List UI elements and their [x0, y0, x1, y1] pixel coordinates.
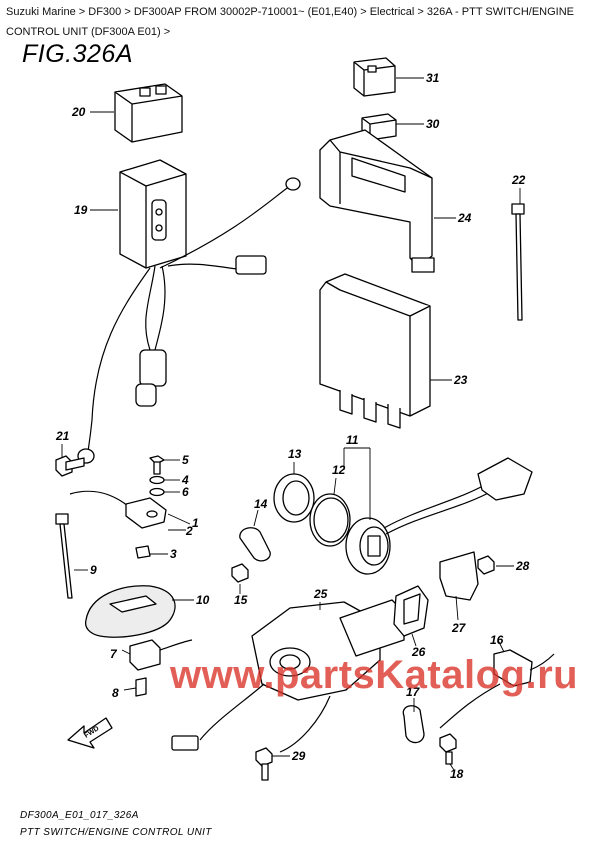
callout-21[interactable]: 21: [55, 429, 70, 443]
callout-4[interactable]: 4: [181, 473, 189, 487]
part-11-ptt-switch-harness[interactable]: [345, 457, 533, 575]
figure-name: PTT SWITCH/ENGINE CONTROL UNIT: [20, 827, 212, 838]
callout-20[interactable]: 20: [71, 105, 86, 119]
callout-6[interactable]: 6: [182, 485, 189, 499]
breadcrumb-separator: >: [417, 6, 424, 18]
callout-18[interactable]: 18: [450, 767, 464, 781]
breadcrumb-item-df300[interactable]: DF300: [88, 6, 122, 18]
callout-24[interactable]: 24: [457, 211, 472, 225]
part-13-bezel[interactable]: [273, 473, 315, 523]
part-18-bolt[interactable]: [439, 733, 457, 765]
part-20-fuse-box[interactable]: [114, 83, 183, 143]
callout-25[interactable]: 25: [313, 587, 328, 601]
part-23-engine-control-unit[interactable]: [319, 273, 431, 429]
callout-31[interactable]: 31: [426, 71, 440, 85]
callout-15[interactable]: 15: [234, 593, 248, 607]
callout-28[interactable]: 28: [515, 559, 530, 573]
callout-8[interactable]: 8: [112, 686, 119, 700]
watermark: www.partsKatalog.ru: [170, 653, 579, 697]
callout-17[interactable]: 17: [406, 685, 421, 699]
leader-lines: [61, 77, 521, 771]
part-27-bracket[interactable]: [439, 551, 479, 601]
callout-7[interactable]: 7: [110, 647, 118, 661]
figure-code: DF300A_E01_017_326A: [20, 810, 139, 821]
breadcrumb-item-electrical[interactable]: Electrical: [369, 6, 415, 18]
callout-26[interactable]: 26: [411, 645, 426, 659]
part-21-bolt[interactable]: [55, 455, 85, 477]
part-16-connector[interactable]: [439, 649, 555, 729]
part-28-bolt[interactable]: [477, 555, 495, 575]
part-15-bolt[interactable]: [231, 563, 249, 583]
callout-23[interactable]: 23: [453, 373, 468, 387]
part-10-switch-cover[interactable]: [84, 585, 176, 638]
part-3-clip[interactable]: [135, 545, 151, 559]
callout-19[interactable]: 19: [74, 203, 88, 217]
part-29-bolt[interactable]: [255, 747, 273, 781]
callout-12[interactable]: 12: [332, 463, 346, 477]
part-12-o-ring[interactable]: [309, 493, 351, 547]
fwd-arrow-icon: [67, 717, 113, 749]
part-22-cable-tie[interactable]: [511, 203, 525, 321]
breadcrumb-separator: >: [360, 6, 367, 18]
breadcrumb-separator: >: [124, 6, 131, 18]
callout-3[interactable]: 3: [170, 547, 177, 561]
part-31-relay[interactable]: [353, 57, 396, 97]
callout-16[interactable]: 16: [490, 633, 504, 647]
part-8-screw[interactable]: [135, 677, 147, 697]
callout-22[interactable]: 22: [511, 173, 526, 187]
callout-9[interactable]: 9: [90, 563, 97, 577]
callout-30[interactable]: 30: [426, 117, 440, 131]
breadcrumb-item-current: 326A - PTT SWITCH/ENGINE CONTROL UNIT (D…: [6, 6, 575, 38]
part-4-washer[interactable]: [149, 475, 165, 485]
callouts: 1 2 3 4 5 6 7 8 9 10 11 12 13 14 15 16 1…: [55, 71, 530, 781]
part-9-cable-tie[interactable]: [55, 513, 73, 599]
part-14-clamp[interactable]: [239, 527, 271, 562]
callout-13[interactable]: 13: [288, 447, 302, 461]
breadcrumb-item-suzuki-marine[interactable]: Suzuki Marine: [6, 6, 76, 18]
breadcrumb-separator: >: [78, 6, 86, 18]
callout-11[interactable]: 11: [346, 433, 359, 447]
part-19-ptt-switch[interactable]: [77, 159, 301, 464]
callout-10[interactable]: 10: [196, 593, 210, 607]
part-5-screw[interactable]: [149, 455, 165, 475]
breadcrumb-separator: >: [163, 26, 171, 38]
part-7-switch[interactable]: [129, 639, 193, 671]
callout-14[interactable]: 14: [254, 497, 268, 511]
part-6-washer[interactable]: [149, 487, 165, 497]
part-17-clamp[interactable]: [402, 705, 425, 744]
callout-2[interactable]: 2: [185, 524, 193, 538]
part-2-sensor[interactable]: [69, 490, 167, 529]
figure-title: FIG.326A: [22, 40, 133, 68]
breadcrumb: Suzuki Marine > DF300 > DF300AP FROM 300…: [6, 2, 594, 42]
callout-1[interactable]: 1: [192, 516, 199, 530]
breadcrumb-item-model[interactable]: DF300AP FROM 30002P-710001~ (E01,E40): [133, 6, 358, 18]
part-25-trim-motor[interactable]: [171, 599, 405, 753]
part-24-ecu-bracket[interactable]: [319, 129, 435, 273]
callout-5[interactable]: 5: [182, 453, 189, 467]
callout-27[interactable]: 27: [451, 621, 467, 635]
callout-29[interactable]: 29: [291, 749, 306, 763]
part-26-bumper[interactable]: [393, 585, 429, 637]
